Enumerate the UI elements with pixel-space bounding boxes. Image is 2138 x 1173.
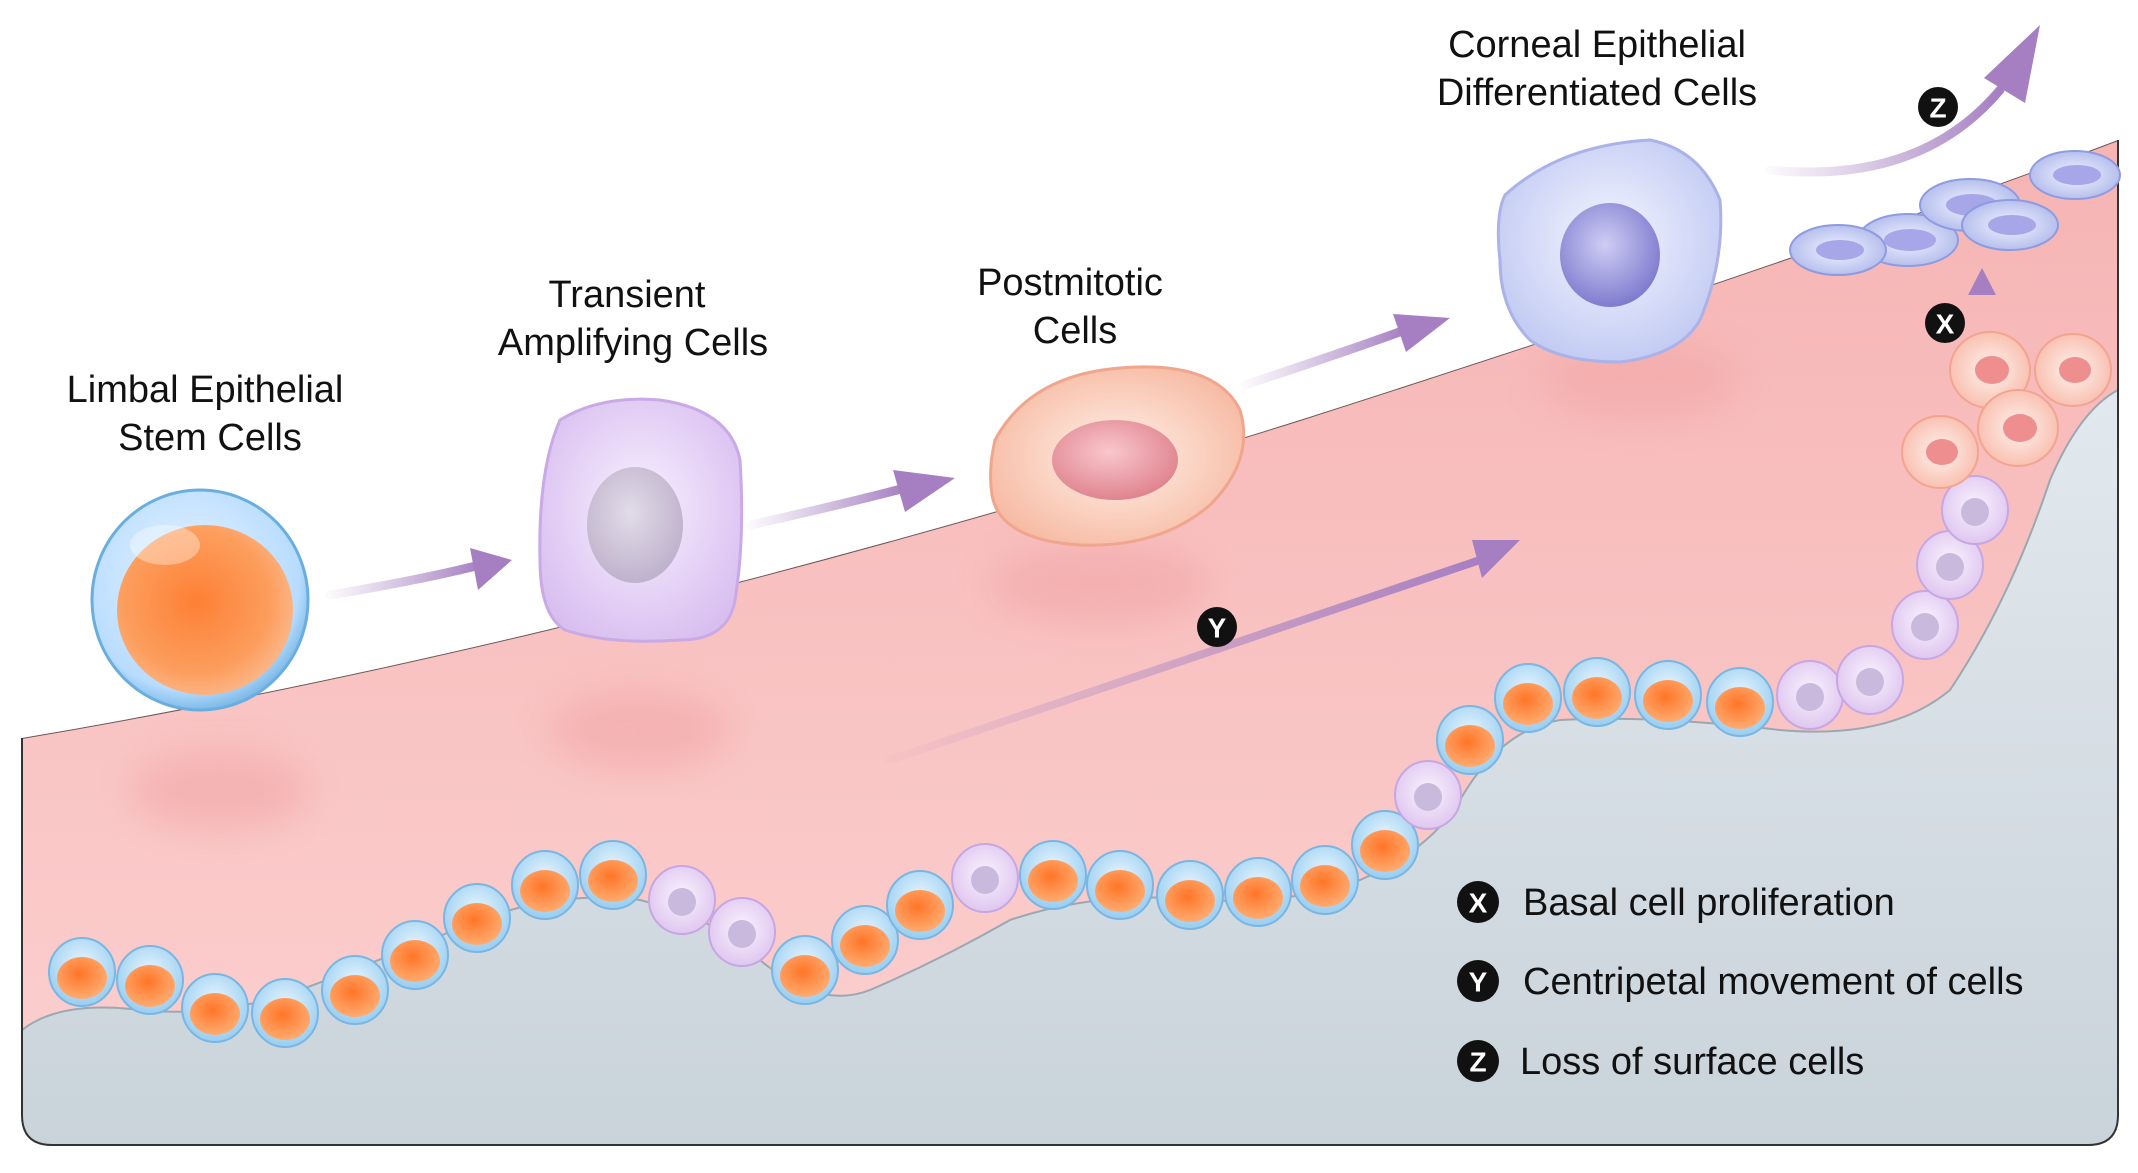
basal-stem-cell [381,920,449,990]
legend-text-y: Centripetal movement of cells [1523,961,2024,1003]
basal-stem-cell [771,935,839,1005]
legend-item-x: X Basal cell proliferation [1457,881,1895,924]
label-stem-line2: Stem Cells [118,417,302,459]
stem-cell-illustration [90,488,310,712]
flow-arrows [325,25,2040,764]
legend-item-z: Z Loss of surface cells [1457,1040,1864,1083]
basal-stem-cell [1563,657,1631,727]
arrow-centripetal [886,556,1484,764]
basal-transient-cell [708,897,776,967]
legend-key-x: X [1469,888,1488,919]
svg-text:Z: Z [1929,93,1946,124]
label-postmitotic-line2: Cells [1033,310,1117,352]
basal-stem-cell [1019,840,1087,910]
arrow-postmitotic-to-corneal [1240,325,1410,390]
svg-text:X: X [1936,309,1955,340]
label-transient-line2: Amplifying Cells [498,322,768,364]
basal-stem-cell [48,937,116,1007]
basal-stem-cell [181,973,249,1043]
basal-stem-cell [321,955,389,1025]
basal-transient-cell [1891,590,1959,660]
basal-stem-cell [1494,663,1562,733]
basal-cell-layer [48,475,2009,1048]
legend-text-z: Loss of surface cells [1520,1041,1864,1083]
legend: X Basal cell proliferation Y Centripetal… [1457,881,2024,1083]
legend-key-z: Z [1469,1047,1486,1078]
basal-transient-cell [648,865,716,935]
basal-stem-cell [511,850,579,920]
basal-stem-cell [579,840,647,910]
marker-x: X [1925,303,1965,343]
basal-stem-cell [1706,667,1774,737]
marker-z: Z [1918,87,1958,127]
arrow-surface-loss [1765,85,2005,177]
basal-transient-cell [1836,645,1904,715]
basal-transient-cell [951,843,1019,913]
legend-text-x: Basal cell proliferation [1523,882,1895,924]
basal-stem-cell [116,945,184,1015]
basal-stem-cell [443,883,511,953]
basal-stem-cell [1634,660,1702,730]
frame-border [21,140,2119,1146]
basal-stem-cell [1351,810,1419,880]
basal-stem-cell [1436,705,1504,775]
label-stem-line1: Limbal Epithelial [67,369,344,411]
basal-stem-cell [1224,857,1292,927]
suprabasal-cell-cluster [1901,331,2112,489]
corneal-cell-illustration [1496,138,1723,364]
basal-stem-cell [1291,845,1359,915]
basal-stem-cell [831,905,899,975]
label-corneal-line2: Differentiated Cells [1437,72,1757,114]
label-transient-line1: Transient [549,274,706,316]
basal-stem-cell [1086,850,1154,920]
basal-transient-cell [1776,660,1844,730]
arrow-transient-to-postmitotic [745,483,910,530]
basal-transient-cell [1394,760,1462,830]
transient-cell-illustration [538,397,744,643]
surface-cell-cluster [1789,150,2121,276]
label-postmitotic-line1: Postmitotic [977,262,1163,304]
basal-stem-cell [886,870,954,940]
postmitotic-cell-illustration [989,365,1246,547]
basal-transient-cell [1941,475,2009,545]
basal-stem-cell [1156,860,1224,930]
legend-key-y: Y [1469,967,1488,998]
label-corneal-line1: Corneal Epithelial [1448,24,1746,66]
arrow-stem-to-transient [325,560,485,600]
marker-y: Y [1197,607,1237,647]
basal-stem-cell [251,978,319,1048]
legend-item-y: Y Centripetal movement of cells [1457,960,2024,1003]
svg-text:Y: Y [1208,613,1227,644]
